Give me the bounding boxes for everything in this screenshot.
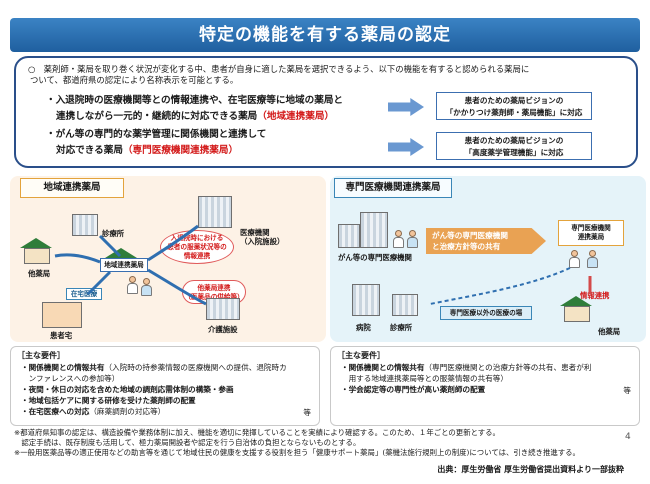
item2-red-label: （専門医療機関連携薬局）	[122, 145, 239, 156]
specialist-hospital-label: がん等の専門医療機関	[338, 253, 412, 262]
linkage-arrows	[429, 267, 592, 305]
page-number: 4	[625, 432, 631, 442]
patient-icon	[140, 278, 152, 296]
footnote-3: ※一般用医薬品等の適正使用などの助言等を通じて地域住民の健康を支援する役割を担う…	[14, 448, 580, 457]
patient-home-icon	[42, 302, 82, 328]
req-left-line-1: ・関係機関との情報共有（入院時の持参薬情報の医療機関への提供、退院時カ	[21, 363, 287, 372]
requirements-title: ［主な要件］	[17, 351, 65, 360]
arrow-right-icon	[388, 138, 424, 156]
intro-line-1: ○ 薬剤師・薬局を取り巻く状況が変化する中、患者が自身に適した薬局を選択できるよ…	[28, 64, 530, 74]
source-citation: 出典：厚生労働省 厚生労働省提出資料より一部抜粋	[437, 465, 624, 474]
req-right-line-2: 用する地域連携薬局等との服薬情報の共有等）	[341, 374, 508, 383]
req-left-line-5: ・在宅医療への対応（麻薬調剤の対応等）	[21, 407, 166, 416]
doctor-icon	[392, 230, 404, 248]
req-right-etc: 等	[623, 386, 631, 395]
intro-box: ○ 薬剤師・薬局を取り巻く状況が変化する中、患者が自身に適した薬局を選択できるよ…	[14, 56, 638, 168]
pharmacy-roof-icon	[105, 248, 137, 258]
item2-line-b: 対応できる薬局（専門医療機関連携薬局）	[56, 145, 239, 156]
requirements-right: ［主な要件］ ・関係機関との情報共有（専門医療機関との治療方針等の共有、患者が利…	[330, 346, 640, 426]
clinic-label: 診療所	[102, 229, 125, 238]
patient-icon	[406, 230, 418, 248]
other-pharmacy-label: 他薬局	[28, 269, 51, 278]
hospital2-icon	[352, 284, 380, 316]
req-left-line-3: ・夜間・休日の対応を含めた地域の調剤応需体制の構築・参画	[21, 385, 234, 394]
item1-line-b: 連携しながら一元的・継続的に対応できる薬局（地域連携薬局）	[56, 111, 335, 122]
info-linkage-bubble: 入退院時における患者の服薬状況等の情報連携	[160, 230, 234, 264]
patient-icon	[586, 250, 598, 268]
right-panel-specialist: 専門医療機関連携薬局 がん等の専門医療機関 がん等の専門医療機関と治療方針等の共…	[330, 176, 646, 342]
vision-box-2: 患者のための薬局ビジョンの「高度薬学管理機能」に対応	[436, 132, 592, 160]
care-facility-label: 介護施設	[208, 325, 238, 334]
hospital-building-icon	[198, 196, 232, 228]
footnote-2: 認定手続は、既存制度も活用して、極力薬局開設者や認定を行う自治体の負担とならない…	[14, 438, 361, 447]
req-left-etc: 等	[303, 408, 311, 417]
clinic-building-icon	[72, 214, 98, 236]
arrow-right-icon	[388, 98, 424, 116]
requirements-left: ［主な要件］ ・関係機関との情報共有（入院時の持参薬情報の医療機関への提供、退院…	[10, 346, 320, 426]
other-medical-label: 専門医療以外の医療の場	[440, 306, 532, 320]
req-left-line-2: ンファレンスへの参加等）	[21, 374, 120, 383]
hospital-wing-icon	[338, 224, 360, 248]
pharmacist-icon	[568, 250, 580, 268]
left-panel-regional: 地域連携薬局 診療所 他薬局 医療機関（入院施設） 地域連携薬局 入退院時におけ…	[10, 176, 326, 342]
other-pharmacy-icon	[24, 248, 50, 264]
other-pharmacy-label: 他薬局	[598, 327, 621, 336]
req-right-line-3: ・学会認定等の専門性が高い薬剤師の配置	[341, 385, 486, 394]
requirements-title: ［主な要件］	[337, 351, 385, 360]
specialist-pharmacy-box: 専門医療機関連携薬局	[558, 220, 624, 246]
item2-line-a: ・がん等の専門的な薬学管理に関係機関と連携して	[46, 129, 267, 140]
hospital2-label: 病院	[356, 323, 371, 332]
left-panel-heading: 地域連携薬局	[20, 178, 124, 198]
intro-line-2: ついて、都道府県の認定により名称表示を可能とする。	[30, 75, 239, 85]
req-right-line-1: ・関係機関との情報共有（専門医療機関との治療方針等の共有、患者が利	[341, 363, 592, 372]
footnote-1: ※都道府県知事の認定は、構造設備や業務体制に加え、機能を適切に発揮していることを…	[14, 428, 500, 437]
req-left-line-4: ・地域包括ケアに関する研修を受けた薬剤師の配置	[21, 396, 196, 405]
vision-box-1: 患者のための薬局ビジョンの「かかりつけ薬剤師・薬局機能」に対応	[436, 92, 592, 120]
other-pharmacy-icon	[564, 306, 590, 322]
medical-institution-label: 医療機関（入院施設）	[240, 228, 285, 246]
clinic-building-icon	[392, 294, 418, 316]
care-facility-icon	[206, 298, 240, 320]
slide-title: 特定の機能を有する薬局の認定	[10, 18, 640, 52]
patient-home-label: 患者宅	[50, 331, 73, 340]
item1-red-label: （地域連携薬局）	[257, 111, 335, 122]
specialist-hospital-icon	[360, 212, 388, 248]
item1-line-a: ・入退院時の医療機関等との情報連携や、在宅医療等に地域の薬局と	[46, 95, 344, 106]
info-sharing-label: 情報連携	[580, 291, 610, 300]
center-pharmacy-box: 地域連携薬局	[100, 258, 148, 272]
pharmacy-roof-icon	[560, 296, 592, 306]
pharmacy-roof-icon	[20, 238, 52, 248]
right-panel-heading: 専門医療機関連携薬局	[334, 178, 452, 198]
treatment-sharing-banner: がん等の専門医療機関と治療方針等の共有	[426, 228, 546, 254]
linkage-arrows	[54, 224, 207, 306]
clinic-label: 診療所	[390, 323, 413, 332]
pharmacist-icon	[126, 276, 138, 294]
